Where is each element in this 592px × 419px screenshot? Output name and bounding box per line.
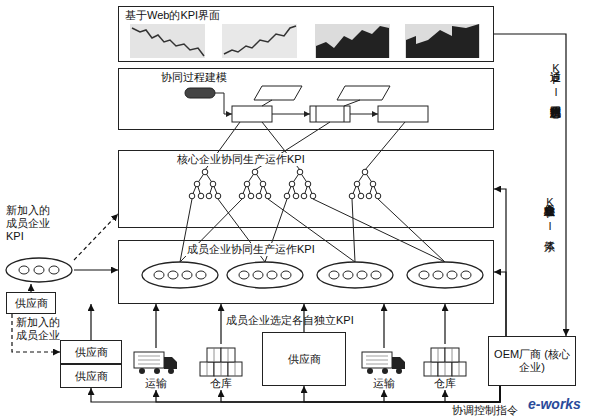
connector-arrow bbox=[220, 304, 221, 344]
connector-arrow bbox=[303, 304, 304, 332]
kpi-cluster bbox=[6, 258, 72, 282]
edge-label: 协调控制指令 bbox=[452, 404, 518, 417]
band-title: 基于Web的KPI界面 bbox=[123, 9, 222, 22]
supplier-box: 供应商 bbox=[6, 292, 56, 314]
supplier-box: 供应商 bbox=[60, 364, 122, 388]
node-text: 仓库 bbox=[210, 377, 232, 390]
band-title: 核心企业协同生产运作KPI bbox=[175, 153, 307, 166]
node-text: 运输 bbox=[373, 377, 395, 390]
connector-arrow bbox=[156, 386, 500, 402]
connector-arrow bbox=[221, 386, 500, 402]
band-title: 成员企业协同生产运作KPI bbox=[185, 243, 317, 256]
kpi-interface-band: 基于Web的KPI界面 bbox=[118, 6, 494, 62]
kpi-chart bbox=[130, 24, 480, 58]
connector-arrow bbox=[445, 386, 500, 402]
connector-arrow bbox=[494, 189, 506, 336]
transport-node: 运输 bbox=[132, 348, 180, 390]
note-label: 成员企业选定各自独立KPI bbox=[226, 314, 354, 327]
watermark: e-works bbox=[528, 398, 581, 411]
connector-arrow bbox=[304, 386, 500, 402]
process-model bbox=[185, 86, 428, 122]
edge-label: 新加入的成员企业 bbox=[16, 316, 62, 342]
member-kpi-band: 成员企业协同生产运作KPI bbox=[118, 240, 494, 304]
connector-arrow bbox=[494, 34, 566, 336]
node-text: 供应商 bbox=[75, 370, 108, 383]
edge-label: 通过KPI值观测协同过程状态 bbox=[520, 62, 562, 146]
node-text: 运输 bbox=[145, 377, 167, 390]
warehouse-node: 仓库 bbox=[198, 344, 244, 390]
connector-arrow bbox=[91, 386, 500, 402]
transport-node: 运输 bbox=[360, 348, 408, 390]
connector-arrow bbox=[494, 272, 506, 336]
kpi-tree bbox=[189, 169, 381, 199]
band-title: 协同过程建模 bbox=[159, 71, 229, 84]
node-text: OEM厂商 (核心企业) bbox=[489, 348, 575, 374]
supplier-box: 供应商 bbox=[60, 340, 122, 364]
leader-line bbox=[180, 199, 445, 262]
node-text: 仓库 bbox=[434, 377, 456, 390]
node-text: 供应商 bbox=[15, 297, 48, 310]
connector-arrow bbox=[155, 304, 156, 348]
process-model-band: 协同过程建模 bbox=[118, 68, 494, 130]
node-text: 新加入的成员企业KPI bbox=[6, 204, 54, 243]
connector-arrow bbox=[30, 284, 31, 292]
connector-arrow bbox=[384, 386, 500, 402]
connector-arrow bbox=[74, 269, 118, 270]
node-text: 供应商 bbox=[75, 346, 108, 359]
node-text: 供应商 bbox=[288, 353, 321, 366]
supplier-box: 供应商 bbox=[262, 332, 346, 386]
connector-arrow bbox=[74, 214, 118, 260]
connector-arrow bbox=[90, 304, 91, 340]
oem-box: OEM厂商 (核心企业) bbox=[488, 336, 576, 386]
edge-label: 核心企业建立全局KPI体系 bbox=[514, 196, 556, 280]
connector-arrow bbox=[383, 304, 384, 348]
warehouse-node: 仓库 bbox=[422, 344, 468, 390]
kpi-cluster bbox=[142, 262, 483, 288]
connector-arrow bbox=[444, 304, 445, 344]
new-member-kpi: 新加入的成员企业KPI bbox=[4, 204, 74, 284]
core-kpi-band: 核心企业协同生产运作KPI bbox=[118, 150, 494, 228]
